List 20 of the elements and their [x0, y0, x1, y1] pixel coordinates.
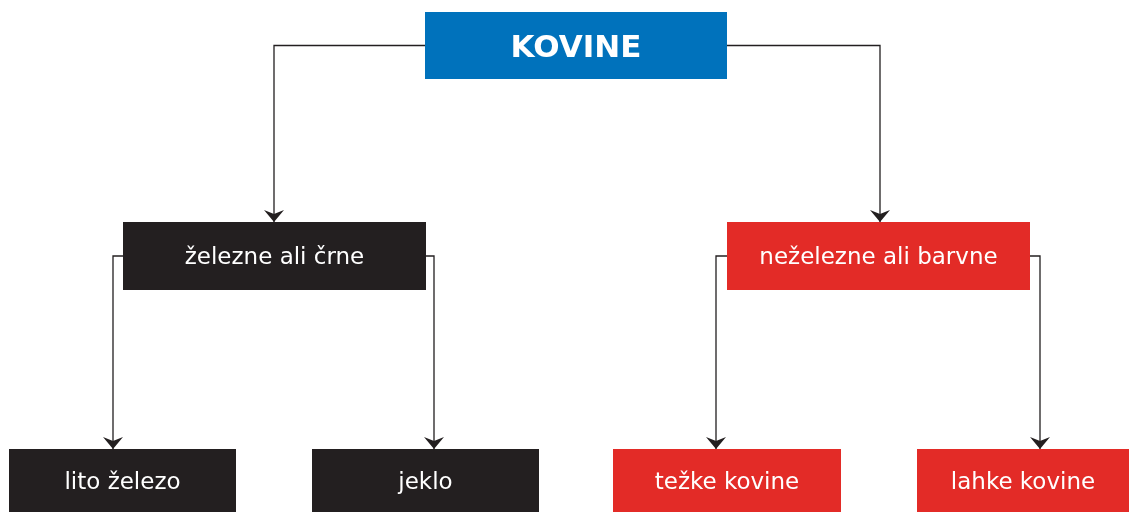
category-box	[727, 222, 1030, 290]
category-box	[613, 449, 841, 512]
box-label: lahke kovine	[950, 467, 1096, 494]
category-box	[425, 12, 727, 79]
box-label: neželezne ali barvne	[759, 243, 998, 269]
arrow	[424, 255, 444, 450]
category-box	[9, 449, 236, 512]
arrow	[726, 44, 890, 223]
category-box	[312, 449, 539, 512]
box-label: jeklo	[398, 467, 453, 494]
box-label: KOVINE	[510, 27, 642, 64]
box-label: železne ali črne	[184, 243, 365, 269]
category-box	[917, 449, 1129, 512]
arrow	[264, 44, 426, 223]
arrow	[1029, 255, 1050, 450]
arrow	[103, 255, 124, 450]
arrow	[706, 255, 728, 450]
box-label: lito železo	[64, 467, 181, 494]
box-label: težke kovine	[654, 467, 800, 494]
category-box	[123, 222, 426, 290]
